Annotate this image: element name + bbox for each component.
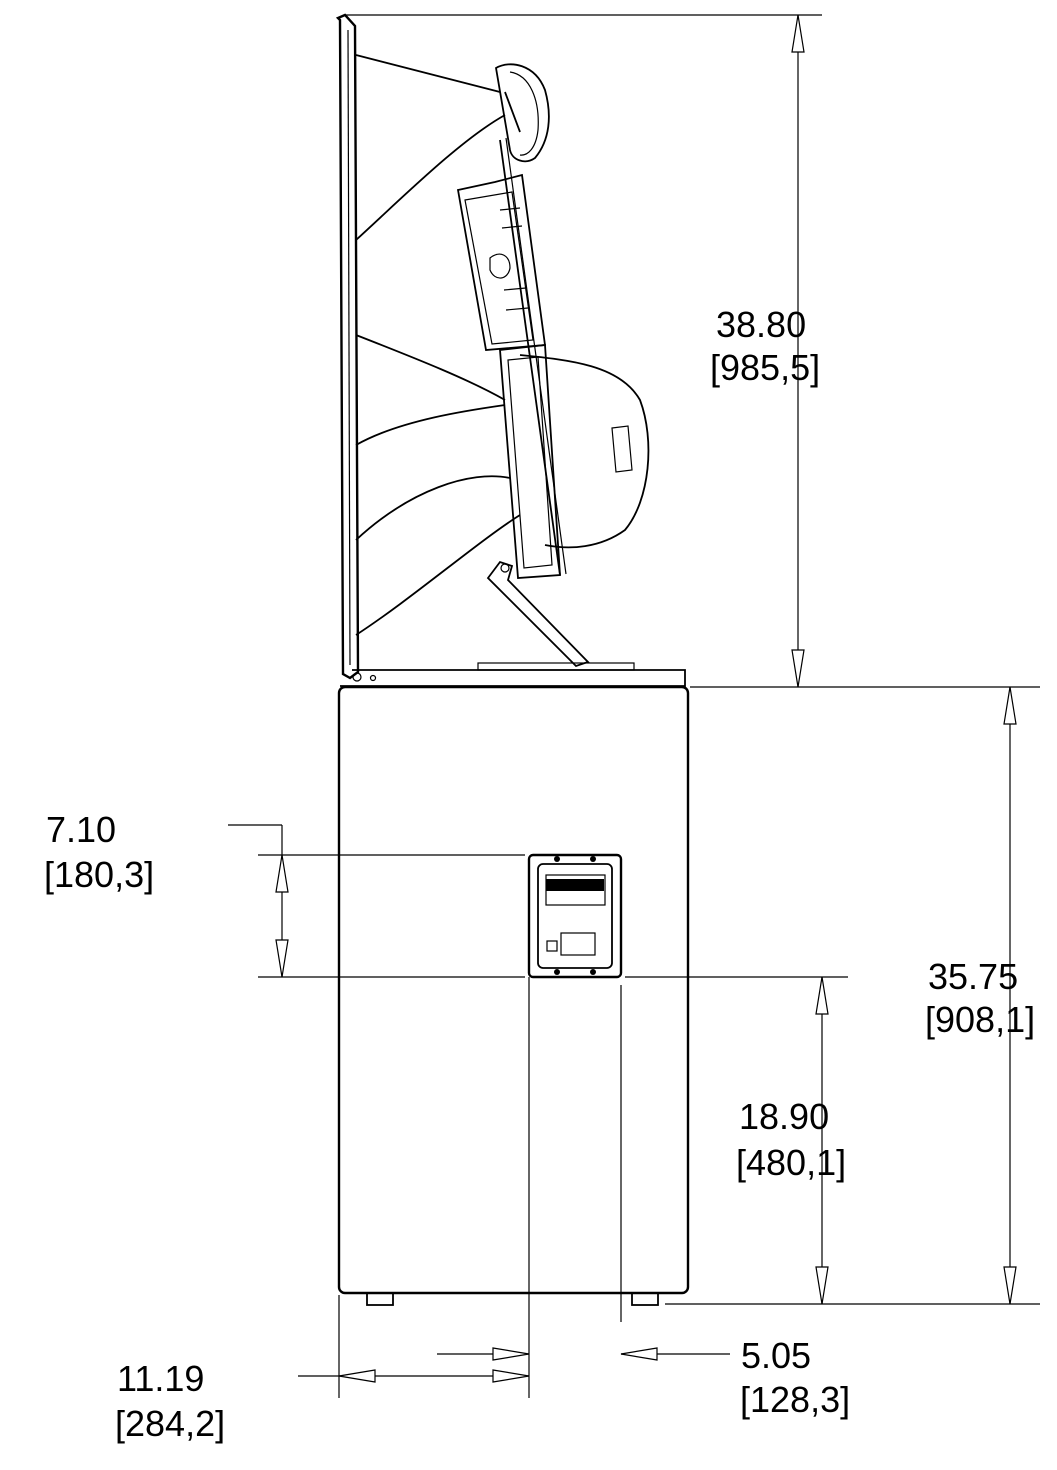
speaker-height-metric: [985,5] <box>710 347 820 388</box>
panel-width-imperial: 5.05 <box>741 1335 811 1376</box>
panel-offset-imperial: 11.19 <box>117 1358 204 1399</box>
connector-panel <box>527 853 623 979</box>
panel-width-metric: [128,3] <box>740 1379 850 1420</box>
speaker-assembly <box>335 13 686 687</box>
support-strut <box>486 560 590 668</box>
cabinet <box>337 685 690 1306</box>
lower-driver <box>519 354 650 549</box>
dimension-lines <box>228 14 1040 1398</box>
panel-offset-metric: [284,2] <box>115 1403 225 1444</box>
amp-panel-upper <box>456 173 547 351</box>
upper-horn <box>355 54 521 241</box>
dimension-labels: 38.80 [985,5] 35.75 [908,1] 7.10 [180,3]… <box>44 304 1035 1444</box>
panel-elevation-metric: [480,1] <box>736 1142 846 1183</box>
cabinet-height-metric: [908,1] <box>925 999 1035 1040</box>
foot-left <box>366 1292 394 1306</box>
cabinet-height-imperial: 35.75 <box>928 956 1018 997</box>
upper-driver <box>495 63 550 163</box>
panel-height-metric: [180,3] <box>44 854 154 895</box>
speaker-height-imperial: 38.80 <box>716 304 806 345</box>
cabinet-body <box>337 685 690 1295</box>
lower-horn <box>355 475 521 636</box>
panel-elevation-imperial: 18.90 <box>739 1096 829 1137</box>
top-rail <box>340 669 686 687</box>
panel-height-imperial: 7.10 <box>46 809 116 850</box>
middle-horn <box>355 334 506 446</box>
hinge-pin <box>352 672 362 682</box>
foot-right <box>631 1292 659 1306</box>
